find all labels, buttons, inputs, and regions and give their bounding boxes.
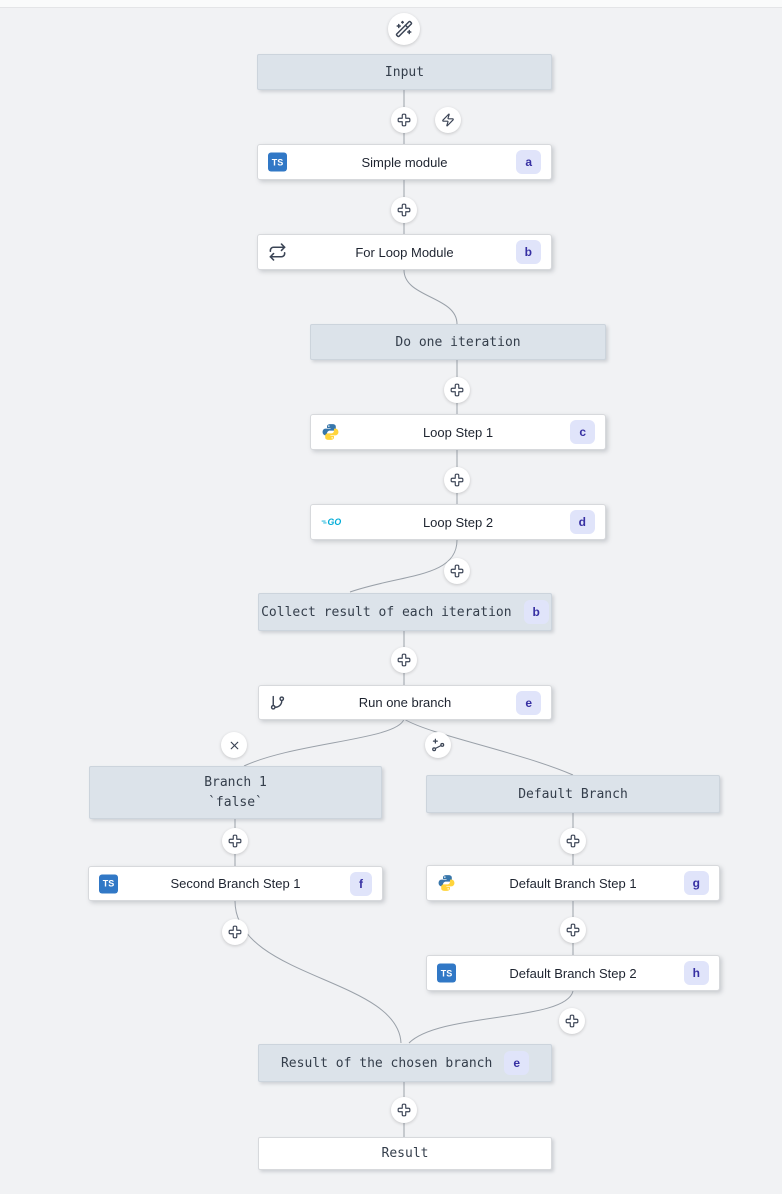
- flow-node-input[interactable]: Input: [257, 54, 552, 90]
- node-label: Result: [381, 1146, 429, 1161]
- x-icon: [228, 739, 241, 752]
- plus-icon: [397, 203, 411, 217]
- ai-flow-builder-button[interactable]: [388, 13, 420, 45]
- node-id-badge: g: [683, 871, 709, 895]
- node-id-badge: b: [523, 600, 549, 624]
- insert-step-button[interactable]: [444, 558, 470, 584]
- node-label: Result of the chosen branch: [280, 1055, 493, 1071]
- typescript-icon: TS: [437, 963, 456, 983]
- typescript-icon: TS: [99, 874, 118, 893]
- flow-node-result-chosen-branch[interactable]: Result of the chosen branch e: [258, 1044, 552, 1082]
- node-id-badge: f: [350, 871, 372, 896]
- insert-step-button[interactable]: [222, 828, 248, 854]
- python-icon: [437, 874, 456, 893]
- branch-icon: [269, 694, 286, 711]
- flow-edge: [408, 990, 574, 1044]
- plus-icon: [566, 834, 580, 848]
- flow-edge: [234, 900, 402, 1044]
- remove-branch-button[interactable]: [221, 732, 247, 758]
- node-label: Input: [384, 64, 425, 80]
- plus-icon: [228, 834, 242, 848]
- zap-icon: [441, 113, 455, 127]
- flow-trigger-button[interactable]: [435, 107, 461, 133]
- plus-icon: [397, 653, 411, 667]
- node-label: Default Branch: [518, 786, 628, 802]
- flow-node-run-one-branch[interactable]: Run one branch e: [258, 685, 552, 720]
- insert-step-button[interactable]: [444, 467, 470, 493]
- node-label: Loop Step 1: [422, 424, 494, 440]
- flow-node-branch-1[interactable]: Branch 1`false`: [89, 766, 382, 819]
- node-id-badge: e: [516, 690, 541, 715]
- node-label: Do one iteration: [395, 334, 521, 350]
- insert-step-button[interactable]: [391, 647, 417, 673]
- plus-icon: [397, 1103, 411, 1117]
- typescript-icon: TS: [99, 874, 118, 893]
- wand-sparkles-icon: [395, 20, 413, 38]
- typescript-icon: TS: [437, 963, 456, 983]
- insert-step-button[interactable]: [391, 197, 417, 223]
- flow-node-collect-result[interactable]: Collect result of each iteration b: [258, 593, 552, 631]
- insert-step-button[interactable]: [391, 1097, 417, 1123]
- insert-step-button[interactable]: [444, 377, 470, 403]
- node-id-badge: e: [504, 1051, 529, 1075]
- node-id-badge: b: [515, 240, 541, 264]
- flow-node-for-loop-module[interactable]: For Loop Module b: [257, 234, 552, 270]
- insert-step-button[interactable]: [560, 828, 586, 854]
- flow-edge: [243, 718, 405, 767]
- flow-node-default-branch-step-1[interactable]: Default Branch Step 1 g: [426, 865, 720, 901]
- plus-icon: [228, 925, 242, 939]
- flow-edge: [403, 269, 458, 325]
- node-id-badge: a: [516, 150, 541, 174]
- plus-icon: [450, 383, 464, 397]
- node-label: Default Branch Step 1: [509, 875, 637, 891]
- repeat-icon: [268, 243, 287, 262]
- flow-node-do-one-iteration[interactable]: Do one iteration: [310, 324, 606, 360]
- node-id-badge: h: [683, 961, 709, 985]
- flow-node-second-branch-step-1[interactable]: TS Second Branch Step 1 f: [88, 866, 383, 901]
- node-id-badge: d: [569, 510, 595, 534]
- typescript-icon: TS: [268, 152, 287, 172]
- node-label: For Loop Module: [355, 244, 454, 260]
- node-label: Simple module: [361, 154, 448, 170]
- insert-step-button[interactable]: [222, 919, 248, 945]
- flow-node-result[interactable]: Result: [258, 1137, 552, 1170]
- node-label: Second Branch Step 1: [170, 876, 301, 891]
- node-label: Default Branch Step 2: [509, 965, 637, 981]
- insert-step-button[interactable]: [560, 917, 586, 943]
- svg-text:GO: GO: [328, 517, 342, 527]
- flow-node-loop-step-1[interactable]: Loop Step 1 c: [310, 414, 606, 450]
- flow-node-simple-module[interactable]: TS Simple module a: [257, 144, 552, 180]
- flow-edge: [349, 539, 458, 593]
- python-icon: [321, 423, 340, 442]
- go-icon: GO: [321, 516, 347, 529]
- node-label: Run one branch: [358, 695, 452, 710]
- plus-icon: [450, 564, 464, 578]
- insert-step-button[interactable]: [391, 107, 417, 133]
- top-border: [0, 0, 782, 8]
- plus-icon: [397, 113, 411, 127]
- plus-icon: [565, 1014, 579, 1028]
- node-label: Collect result of each iteration: [261, 604, 512, 620]
- flow-node-default-branch-step-2[interactable]: TS Default Branch Step 2 h: [426, 955, 720, 991]
- typescript-icon: TS: [268, 152, 287, 172]
- node-label: Branch 1`false`: [204, 775, 267, 810]
- add-branch-button[interactable]: [425, 732, 451, 758]
- branch-add-icon: [431, 738, 446, 753]
- plus-icon: [566, 923, 580, 937]
- node-id-badge: c: [570, 420, 595, 444]
- plus-icon: [450, 473, 464, 487]
- insert-step-button[interactable]: [559, 1008, 585, 1034]
- flow-node-default-branch[interactable]: Default Branch: [426, 775, 720, 813]
- node-label: Loop Step 2: [422, 514, 494, 530]
- flow-node-loop-step-2[interactable]: GO Loop Step 2 d: [310, 504, 606, 540]
